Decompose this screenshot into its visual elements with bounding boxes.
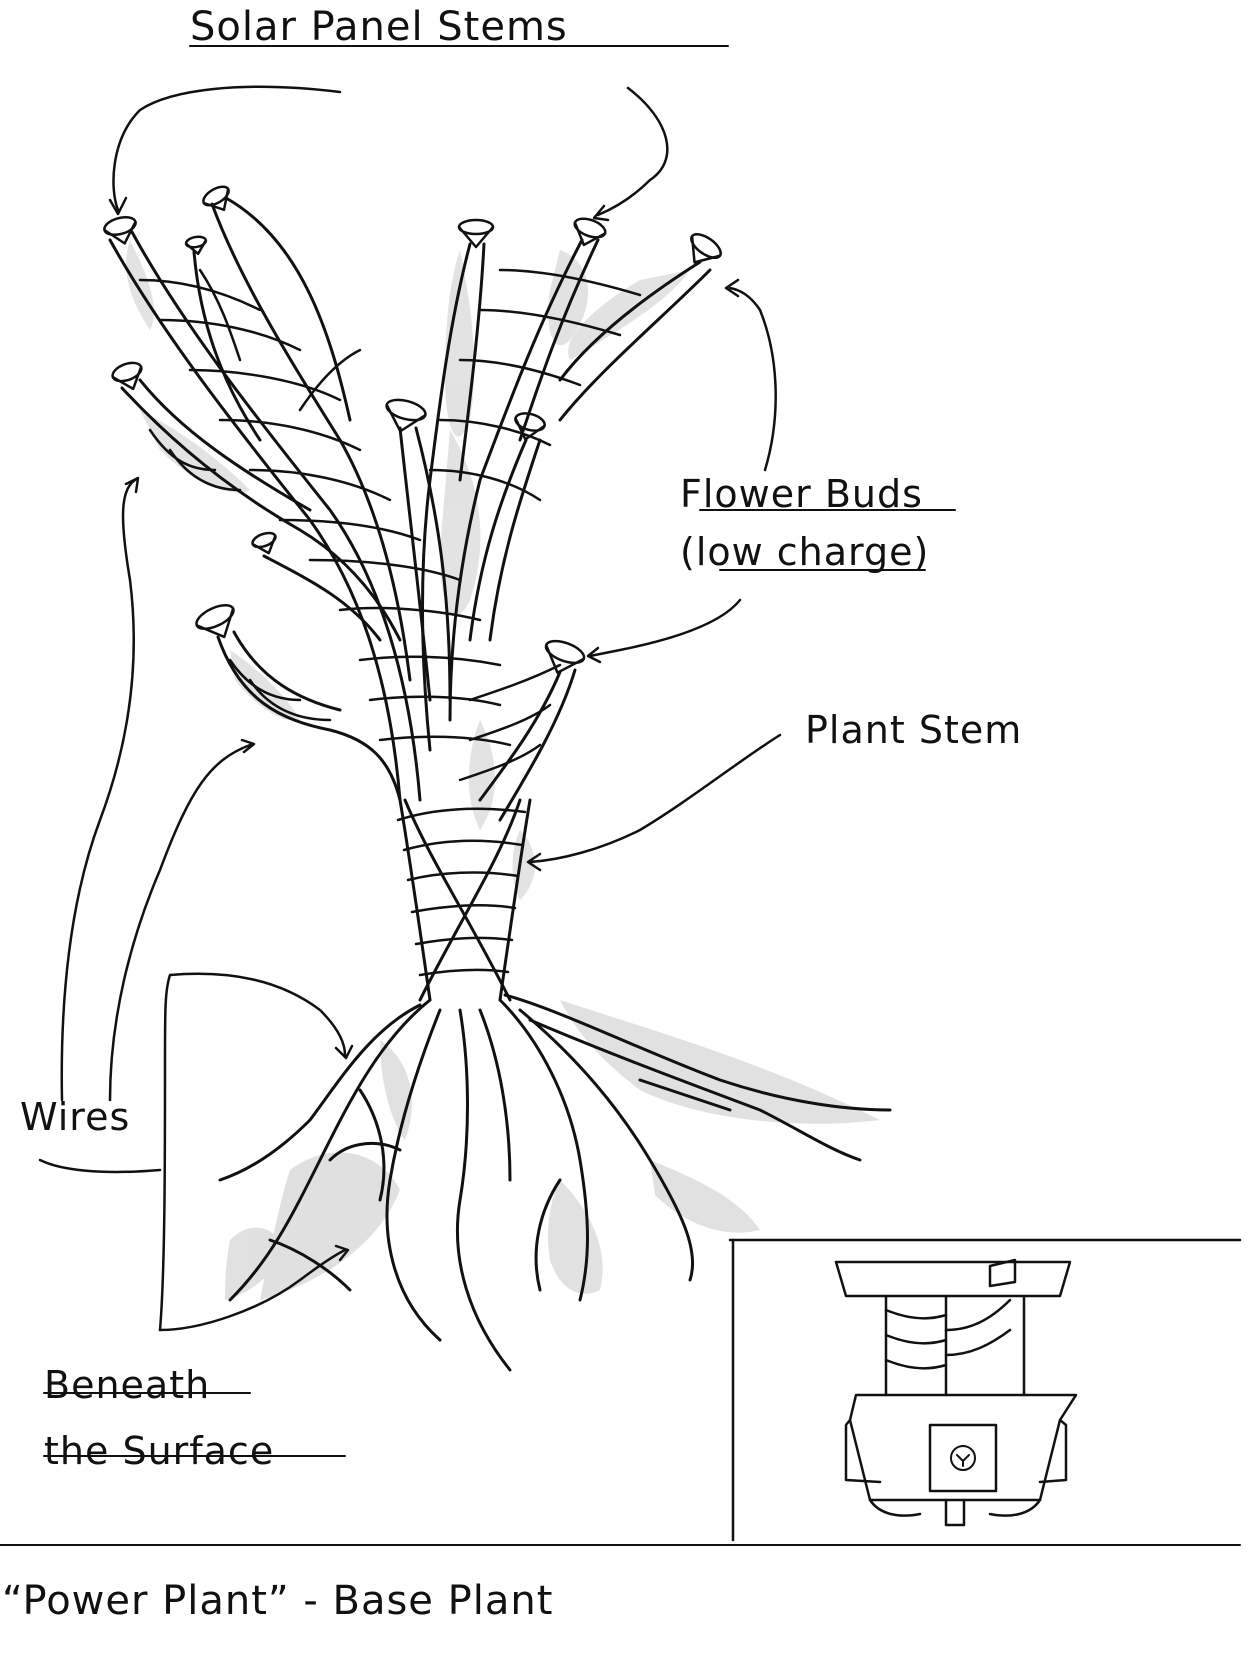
solar-panel-cap <box>184 235 208 256</box>
solar-panel-cap <box>111 361 143 391</box>
radiation-icon <box>950 1445 976 1471</box>
solar-panel-cap <box>573 217 607 247</box>
title-solar-panel-stems: Solar Panel Stems <box>190 4 568 50</box>
label-wires: Wires <box>20 1095 131 1139</box>
label-plant-stem: Plant Stem <box>805 708 1023 752</box>
label-flower-buds-line1: Flower Buds <box>680 472 923 516</box>
solar-panel-cap <box>103 215 137 245</box>
plant-stem-arrow <box>526 733 782 872</box>
label-flower-buds-line2: (low charge) <box>680 530 930 574</box>
plant-roots <box>218 993 892 1372</box>
caption-power-plant: “Power Plant” - Base Plant <box>2 1578 554 1624</box>
solar-panel-cap <box>690 233 722 264</box>
label-flower-buds: Flower Buds (low charge) <box>680 465 929 581</box>
root-shading <box>225 1000 880 1300</box>
solar-panel-cap <box>251 531 277 555</box>
solar-panel-cap <box>202 185 230 212</box>
beneath-surface-arrows <box>158 972 354 1332</box>
solar-panel-cap <box>544 639 586 674</box>
solar-panel-stems-arrows <box>108 85 669 222</box>
solar-panel-cap <box>385 398 427 433</box>
flower-buds-arrows <box>586 278 777 664</box>
branch-shading <box>126 240 690 900</box>
solar-panel-cap <box>457 218 495 249</box>
label-beneath-the-surface: Beneath the Surface <box>44 1352 274 1484</box>
wires-arrows <box>38 476 256 1174</box>
wire-coils <box>138 268 642 977</box>
label-beneath-line2: the Surface <box>44 1429 275 1473</box>
base-plant-device <box>834 1258 1078 1527</box>
solar-panel-caps <box>103 185 722 674</box>
inset-frame <box>728 1238 1242 1542</box>
solar-panel-cap <box>195 604 235 639</box>
label-beneath-line1: Beneath <box>44 1363 211 1407</box>
